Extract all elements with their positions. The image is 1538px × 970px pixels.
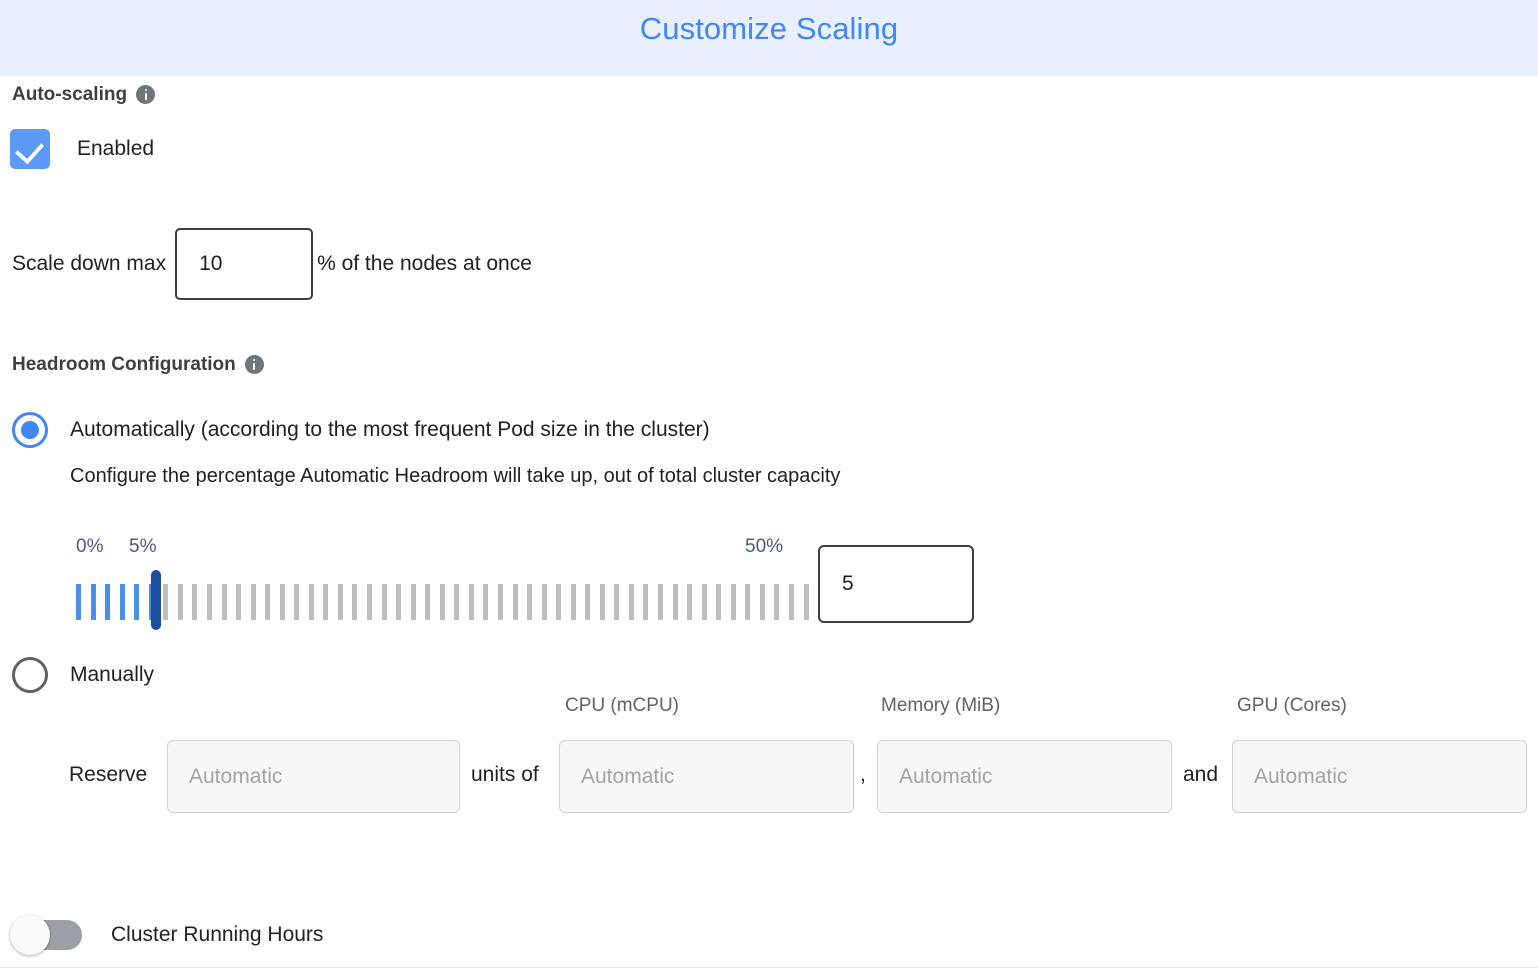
info-icon[interactable] (136, 85, 156, 105)
cluster-running-hours-row[interactable]: Cluster Running Hours (10, 915, 324, 955)
slider-tick (716, 584, 722, 620)
slider-tick (497, 584, 503, 620)
slider-tick (585, 584, 591, 620)
radio-manually[interactable] (12, 657, 48, 693)
slider-tick (454, 584, 460, 620)
slider-tick (76, 584, 81, 620)
slider-tick (192, 584, 198, 620)
slider-tick (527, 584, 533, 620)
slider-tick (294, 584, 300, 620)
check-icon (14, 134, 45, 165)
slider-tick (570, 584, 576, 620)
slider-tick (541, 584, 547, 620)
slider-tick (105, 584, 111, 620)
info-icon[interactable] (244, 355, 264, 375)
slider-tick (308, 584, 314, 620)
and-connector: and (1183, 763, 1219, 786)
slider-tick (687, 584, 693, 620)
slider-tick (221, 584, 227, 620)
reserve-row: Reserve CPU (mCPU) Memory (MiB) GPU (Cor… (0, 695, 1538, 835)
slider-tick (512, 584, 518, 620)
toggle-knob (10, 915, 50, 955)
headroom-option-manually[interactable]: Manually (12, 657, 154, 693)
bottom-divider (0, 967, 1538, 968)
slider-tick (701, 584, 707, 620)
radio-automatic[interactable] (12, 412, 48, 448)
slider-tick (483, 584, 489, 620)
headroom-percentage-slider[interactable]: 0% 5% 50% (76, 536, 812, 630)
reserve-label: Reserve (69, 763, 148, 786)
slider-tick (396, 584, 402, 620)
slider-tick (206, 584, 212, 620)
slider-tick (759, 584, 765, 620)
autoscaling-label: Auto-scaling (12, 84, 128, 105)
slider-tick (468, 584, 474, 620)
gpu-column-label: GPU (Cores) (1237, 695, 1347, 716)
reserve-cpu-input[interactable] (559, 740, 854, 813)
slider-min-label: 0% (76, 536, 104, 557)
headroom-label: Headroom Configuration (12, 354, 236, 375)
reserve-memory-input[interactable] (877, 740, 1172, 813)
slider-tick (279, 584, 285, 620)
memory-column-label: Memory (MiB) (881, 695, 1001, 716)
autoscaling-enabled-label: Enabled (77, 137, 155, 160)
slider-tick (672, 584, 678, 620)
cluster-running-hours-toggle[interactable] (10, 915, 82, 955)
slider-tick (236, 584, 242, 620)
scale-down-max-input[interactable] (175, 228, 314, 300)
slider-tick (337, 584, 343, 620)
slider-tick (628, 584, 634, 620)
slider-tick (599, 584, 605, 620)
slider-tick (425, 584, 431, 620)
slider-tick (250, 584, 256, 620)
slider-max-label: 50% (745, 536, 784, 557)
slider-tick (323, 584, 329, 620)
units-of-connector: units of (471, 763, 539, 786)
scale-down-max-label: Scale down max (12, 252, 167, 275)
slider-tick (614, 584, 620, 620)
scale-down-max-suffix: % of the nodes at once (317, 252, 532, 275)
radio-automatic-label: Automatically (according to the most fre… (70, 418, 710, 441)
slider-tick (730, 584, 736, 620)
slider-handle[interactable] (151, 570, 162, 630)
comma-connector: , (860, 763, 866, 786)
slider-scale-labels: 0% 5% 50% (76, 536, 812, 562)
cluster-running-hours-label: Cluster Running Hours (111, 923, 324, 946)
cpu-column-label: CPU (mCPU) (565, 695, 679, 716)
slider-tick (774, 584, 780, 620)
autoscaling-section-label: Auto-scaling (12, 84, 156, 106)
slider-tick (90, 584, 96, 620)
slider-tick (439, 584, 445, 620)
slider-tick (177, 584, 183, 620)
slider-tick (556, 584, 562, 620)
slider-tick (745, 584, 751, 620)
headroom-percentage-input[interactable] (818, 545, 974, 623)
slider-tick (163, 584, 169, 620)
slider-tick (265, 584, 271, 620)
page-title: Customize Scaling (639, 11, 899, 46)
autoscaling-enabled-checkbox[interactable] (10, 129, 50, 169)
slider-tick (788, 584, 794, 620)
headroom-option-automatic[interactable]: Automatically (according to the most fre… (12, 412, 710, 448)
slider-tick (803, 584, 809, 620)
slider-tick (410, 584, 416, 620)
slider-tick (367, 584, 372, 620)
slider-tick (134, 584, 140, 620)
reserve-gpu-input[interactable] (1232, 740, 1527, 813)
scale-down-max-row: Scale down max % of the nodes at once (12, 226, 532, 302)
slider-tick (352, 584, 358, 620)
slider-tick (381, 584, 387, 620)
reserve-units-input[interactable] (167, 740, 460, 813)
headroom-description: Configure the percentage Automatic Headr… (70, 465, 841, 487)
radio-manually-label: Manually (70, 663, 155, 686)
slider-current-label: 5% (129, 536, 157, 557)
slider-tick (119, 584, 125, 620)
autoscaling-enabled-row[interactable]: Enabled (10, 129, 154, 169)
headroom-section-label: Headroom Configuration (12, 354, 264, 376)
slider-tick (658, 584, 663, 620)
slider-track[interactable] (76, 570, 812, 630)
dialog-header: Customize Scaling (0, 0, 1538, 76)
slider-tick (643, 584, 649, 620)
